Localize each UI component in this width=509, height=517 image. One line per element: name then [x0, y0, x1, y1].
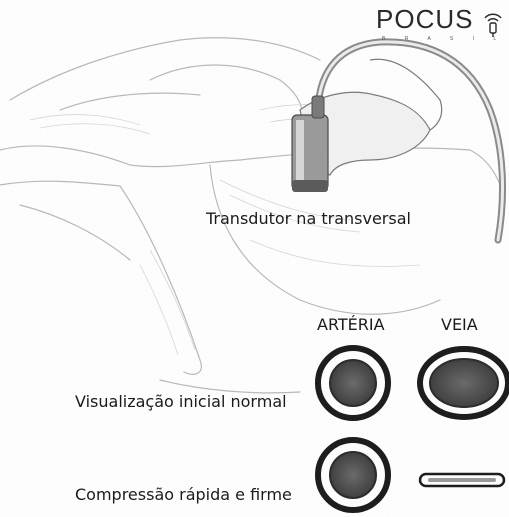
- logo-text: POCUS: [376, 4, 473, 35]
- compression-label: Compressão rápida e firme: [75, 485, 292, 504]
- transducer-label: Transdutor na transversal: [206, 209, 411, 228]
- vein-header: VEIA: [441, 315, 478, 334]
- initial-view-label: Visualização inicial normal: [75, 392, 287, 411]
- pocus-logo: POCUS B R A S I L: [376, 4, 508, 50]
- artery-header: ARTÉRIA: [317, 315, 385, 334]
- ultrasound-probe-icon: [482, 10, 504, 38]
